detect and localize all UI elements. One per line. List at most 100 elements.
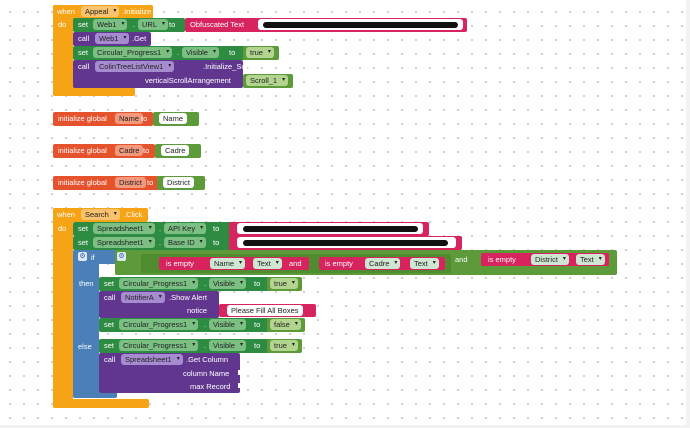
if-spine (73, 250, 99, 398)
dot: . (159, 238, 162, 247)
global-cadre-block[interactable]: initialize global Cadre to Cadre (53, 144, 203, 158)
component-dropdown[interactable]: Web1 (95, 33, 130, 44)
redaction-scribble (243, 240, 448, 246)
event-footer (53, 399, 149, 408)
dot: . (177, 48, 180, 57)
then-keyword: then (79, 279, 94, 288)
method-name: .Initialize_Scroll (203, 62, 256, 71)
initialize-global-label: initialize global (58, 146, 107, 155)
is-empty-label: is empty (325, 259, 353, 268)
boolean-dropdown[interactable]: false (270, 319, 301, 330)
component-dropdown[interactable]: Spreadsheet1 (93, 237, 155, 248)
to-keyword: to (254, 320, 261, 329)
component-dropdown[interactable]: Circular_Progress1 (119, 278, 199, 289)
boolean-dropdown[interactable]: true (270, 340, 298, 351)
property-dropdown[interactable]: Visible (209, 278, 246, 289)
when-keyword: when (57, 210, 75, 219)
global-name-field[interactable]: Name (115, 113, 144, 124)
empty-socket[interactable] (238, 383, 242, 388)
and-keyword: and (289, 259, 302, 268)
component-dropdown[interactable]: Cadre (365, 258, 401, 269)
to-keyword: to (254, 279, 261, 288)
set-keyword: set (104, 341, 115, 350)
gear-icon[interactable]: ⚙ (78, 252, 87, 261)
vertical-scrollbar[interactable] (686, 0, 690, 428)
obfuscated-text-label: Obfuscated Text (190, 20, 245, 29)
text-literal[interactable]: Name (159, 113, 188, 124)
event-name: .Initialize (122, 7, 152, 16)
boolean-dropdown[interactable]: true (246, 47, 274, 58)
component-dropdown[interactable]: Circular_Progress1 (119, 319, 199, 330)
component-dropdown[interactable]: Spreadsheet1 (121, 354, 183, 365)
and-keyword: and (455, 255, 468, 264)
dot: . (159, 224, 162, 233)
boolean-dropdown[interactable]: true (270, 278, 298, 289)
empty-socket[interactable] (238, 370, 242, 375)
component-dropdown[interactable]: Appeal (81, 6, 120, 17)
param-label: verticalScrollArrangement (145, 76, 231, 85)
to-keyword: to (147, 178, 154, 187)
component-dropdown[interactable]: NotifierA (121, 292, 165, 303)
component-dropdown[interactable]: Circular_Progress1 (93, 47, 173, 58)
is-empty-label: is empty (488, 255, 516, 264)
horizontal-scrollbar[interactable] (0, 425, 690, 428)
property-dropdown[interactable]: Text (576, 254, 605, 265)
property-dropdown[interactable]: Base ID (164, 237, 206, 248)
param-label: column Name (183, 369, 230, 378)
property-dropdown[interactable]: Visible (209, 340, 246, 351)
dot: . (133, 20, 136, 29)
component-dropdown[interactable]: District (531, 254, 569, 265)
property-dropdown[interactable]: API Key (164, 223, 207, 234)
call-keyword: call (104, 293, 116, 302)
do-keyword: do (58, 20, 67, 29)
to-keyword: to (143, 146, 150, 155)
call-keyword: call (78, 34, 90, 43)
set-keyword: set (104, 320, 115, 329)
property-dropdown[interactable]: Visible (182, 47, 219, 58)
alert-message[interactable]: Please Fill All Boxes (227, 305, 303, 316)
gear-icon[interactable]: ⚙ (117, 252, 126, 261)
global-name-block[interactable]: initialize global Name to Name (53, 112, 201, 126)
component-dropdown[interactable]: Circular_Progress1 (119, 340, 199, 351)
when-keyword: when (57, 7, 75, 16)
redaction-scribble (243, 226, 418, 232)
do-keyword: do (58, 224, 67, 233)
component-dropdown[interactable]: Search (81, 209, 120, 220)
event-spine (53, 208, 73, 408)
component-dropdown[interactable]: Web1 (93, 19, 128, 30)
dot: . (204, 341, 207, 350)
global-district-block[interactable]: initialize global District to District (53, 176, 207, 190)
component-dropdown[interactable]: Spreadsheet1 (93, 223, 155, 234)
component-getter-dropdown[interactable]: Scroll_1 (246, 75, 289, 86)
text-literal[interactable]: Cadre (161, 145, 190, 156)
dot: . (204, 279, 207, 288)
set-keyword: set (78, 224, 89, 233)
initialize-global-label: initialize global (58, 178, 107, 187)
property-dropdown[interactable]: Visible (209, 319, 246, 330)
else-keyword: else (78, 342, 92, 351)
property-dropdown[interactable]: URL (138, 19, 169, 30)
property-dropdown[interactable]: Text (253, 258, 282, 269)
if-keyword: if (91, 253, 95, 262)
component-dropdown[interactable]: ColinTreeListView1 (95, 61, 175, 72)
global-name-field[interactable]: District (115, 177, 146, 188)
to-keyword: to (229, 48, 236, 57)
appeal-initialize-event[interactable]: when Appeal .Initialize do set Web1 . UR… (53, 5, 483, 97)
event-footer (53, 86, 135, 96)
set-keyword: set (104, 279, 115, 288)
global-name-field[interactable]: Cadre (115, 145, 144, 156)
method-name: .Show Alert (169, 293, 207, 302)
component-dropdown[interactable]: Name (210, 258, 246, 269)
search-click-event[interactable]: when Search .Click do set Spreadsheet1 .… (53, 208, 623, 410)
initialize-global-label: initialize global (58, 114, 107, 123)
text-literal[interactable]: District (163, 177, 194, 188)
set-keyword: set (78, 238, 89, 247)
set-keyword: set (78, 48, 89, 57)
param-label: notice (187, 306, 208, 315)
call-keyword: call (78, 62, 90, 71)
property-dropdown[interactable]: Text (410, 258, 439, 269)
method-name: .Get Column (186, 355, 229, 364)
to-keyword: to (213, 238, 220, 247)
dot: . (204, 320, 207, 329)
to-keyword: to (169, 20, 176, 29)
